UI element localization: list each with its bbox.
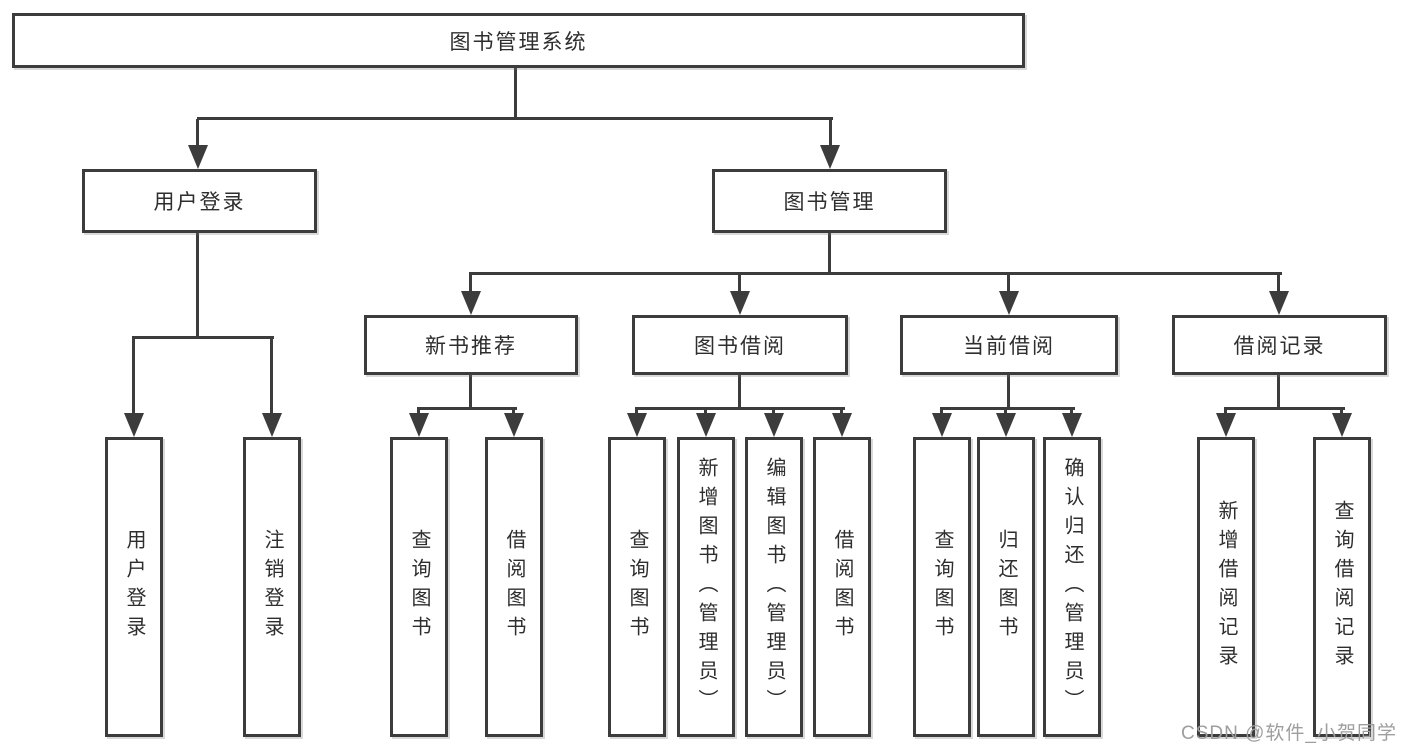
arrow-down-icon (999, 291, 1019, 315)
node-label: 新增借阅记录 (1215, 500, 1237, 674)
connector-line (469, 374, 472, 410)
connector-line (635, 407, 845, 410)
leaf-query-borrow-record: 查询借阅记录 (1313, 437, 1371, 737)
node-book-borrowing: 图书借阅 (632, 315, 848, 375)
node-label: 用户登录 (123, 529, 145, 645)
arrow-down-icon (262, 413, 282, 437)
node-current-borrowing: 当前借阅 (900, 315, 1118, 375)
leaf-add-books-admin: 新增图书（管理员） (677, 437, 735, 737)
node-label: 图书管理系统 (449, 30, 588, 54)
node-label: 图书管理 (783, 191, 876, 214)
connector-line (1224, 407, 1345, 410)
node-book-management-system: 图书管理系统 (12, 13, 1025, 68)
arrow-down-icon (696, 413, 716, 437)
csdn-watermark: CSDN @软件_小贺同学 (1181, 723, 1397, 744)
arrow-down-icon (461, 291, 481, 315)
leaf-query-books-current: 查询图书 (913, 437, 971, 737)
connector-line (1007, 274, 1010, 294)
arrow-down-icon (409, 413, 429, 437)
arrow-down-icon (832, 413, 852, 437)
connector-line (469, 274, 472, 294)
node-user-login: 用户登录 (82, 169, 317, 233)
node-label: 查询图书 (626, 529, 648, 645)
node-book-management: 图书管理 (712, 169, 947, 233)
arrow-down-icon (504, 413, 524, 437)
node-borrowing-records: 借阅记录 (1172, 315, 1387, 375)
arrow-down-icon (996, 413, 1016, 437)
connector-line (196, 233, 199, 339)
node-label: 查询图书 (408, 529, 430, 645)
node-label: 新增图书（管理员） (695, 456, 717, 718)
leaf-return-books: 归还图书 (977, 437, 1035, 737)
leaf-query-books-recommend: 查询图书 (390, 437, 448, 737)
node-label: 新书推荐 (425, 335, 517, 358)
arrow-down-icon (1332, 413, 1352, 437)
connector-line (828, 233, 831, 275)
leaf-borrow-books-borrowing: 借阅图书 (813, 437, 871, 737)
arrow-down-icon (1062, 413, 1082, 437)
node-label: 借阅记录 (1233, 335, 1326, 358)
connector-line (829, 119, 832, 149)
connector-line (1277, 274, 1280, 294)
node-label: 图书借阅 (694, 335, 786, 358)
connector-line (940, 407, 1075, 410)
node-label: 当前借阅 (963, 335, 1055, 358)
connector-line (196, 119, 199, 149)
connector-line (270, 338, 273, 416)
arrow-down-icon (627, 413, 647, 437)
connector-line (738, 374, 741, 410)
node-label: 编辑图书（管理员） (763, 456, 785, 718)
connector-line (1007, 374, 1010, 410)
arrow-down-icon (124, 413, 144, 437)
leaf-user-login: 用户登录 (105, 437, 163, 737)
node-label: 确认归还（管理员） (1061, 456, 1083, 718)
connector-line (197, 117, 833, 120)
node-label: 借阅图书 (831, 529, 853, 645)
arrow-down-icon (1216, 413, 1236, 437)
arrow-down-icon (932, 413, 952, 437)
node-label: 查询借阅记录 (1331, 500, 1353, 674)
arrow-down-icon (188, 145, 208, 169)
leaf-query-books-borrowing: 查询图书 (608, 437, 666, 737)
leaf-add-borrow-record: 新增借阅记录 (1197, 437, 1255, 737)
node-new-book-recommendation: 新书推荐 (364, 315, 578, 375)
connector-line (417, 407, 517, 410)
connector-line (514, 68, 517, 120)
leaf-logout: 注销登录 (243, 437, 301, 737)
connector-line (132, 336, 274, 339)
leaf-edit-books-admin: 编辑图书（管理员） (745, 437, 803, 737)
leaf-confirm-return-admin: 确认归还（管理员） (1043, 437, 1101, 737)
connector-line (738, 274, 741, 294)
connector-line (469, 272, 1282, 275)
node-label: 归还图书 (995, 529, 1017, 645)
node-label: 查询图书 (931, 529, 953, 645)
node-label: 用户登录 (153, 191, 246, 214)
node-label: 注销登录 (261, 529, 283, 645)
connector-line (1277, 374, 1280, 410)
arrow-down-icon (764, 413, 784, 437)
leaf-borrow-books-recommend: 借阅图书 (485, 437, 543, 737)
connector-line (132, 338, 135, 416)
node-label: 借阅图书 (503, 529, 525, 645)
arrow-down-icon (730, 291, 750, 315)
arrow-down-icon (1269, 291, 1289, 315)
arrow-down-icon (820, 145, 840, 169)
